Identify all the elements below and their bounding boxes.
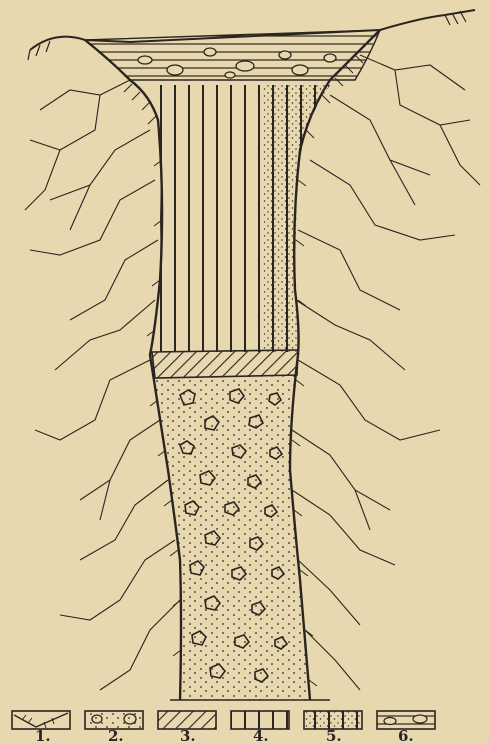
diagonal-hatch-band [152, 350, 298, 378]
legend-label-4: 4. [253, 727, 269, 743]
legend-label-6: 6. [398, 727, 414, 743]
legend-label-3: 3. [180, 727, 196, 743]
legend-label-5: 5. [326, 727, 342, 743]
legend-label-1: 1. [35, 727, 51, 743]
gravel-fill-layer [155, 375, 310, 700]
top-layer-horizontal-pebbles [85, 30, 380, 80]
legend-label-2: 2. [108, 727, 124, 743]
right-bedrock-wall [290, 30, 480, 700]
vertical-dotted-layer [262, 85, 330, 352]
vertical-lines-layer [155, 85, 262, 352]
right-wall-hatch [292, 55, 363, 686]
legend: 1. 2. 3. 4. 5. 6. [12, 711, 435, 743]
